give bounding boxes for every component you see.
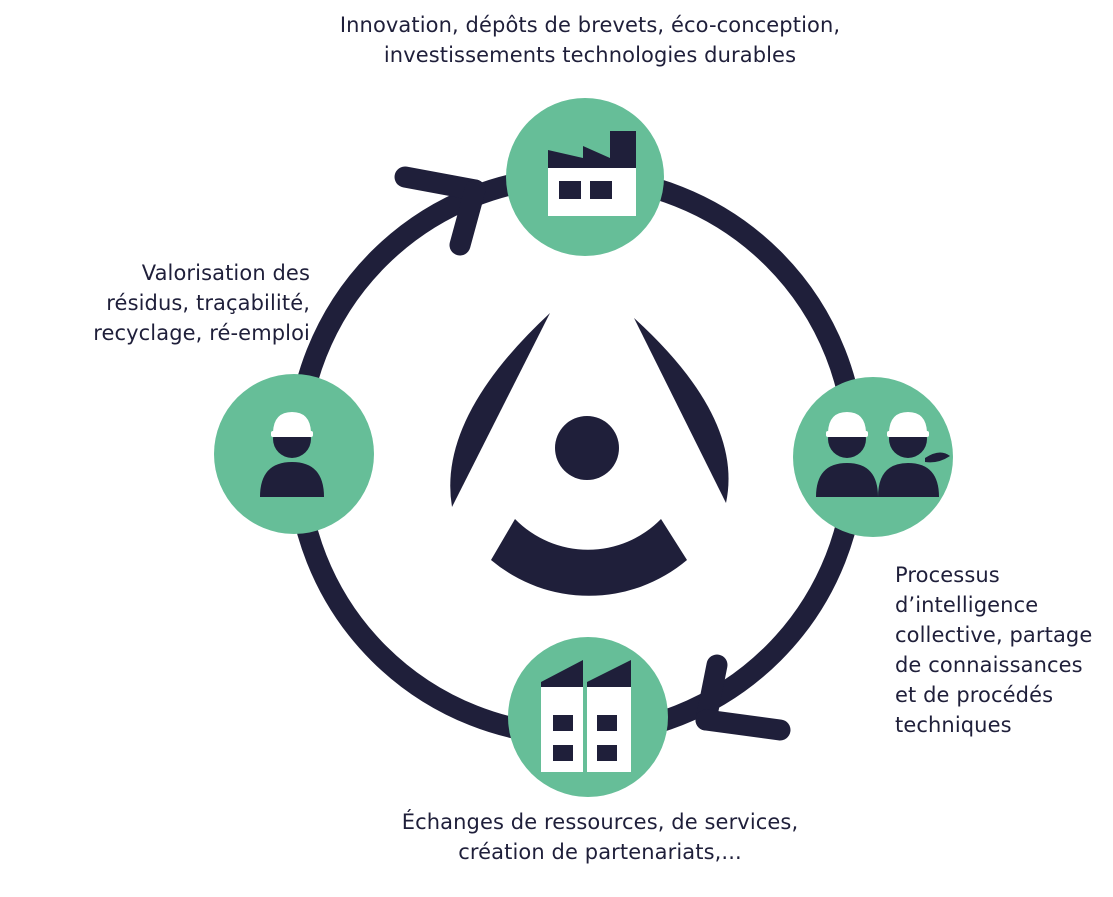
label-line: investissements technologies durables (383, 43, 797, 67)
two-workers-icon (816, 412, 950, 497)
label-line: résidus, traçabilité, (106, 291, 310, 315)
label-line: et de procédés (895, 683, 1054, 707)
label-line: Processus (895, 563, 1000, 587)
worker-icon (260, 412, 324, 497)
central-logo-icon (450, 313, 729, 596)
label-line: Valorisation des (141, 261, 310, 285)
node-innovation (506, 98, 664, 256)
label-line: Innovation, dépôts de brevets, éco-conce… (339, 13, 841, 37)
node-processus (793, 377, 953, 537)
logo-bottom-arc (491, 519, 687, 596)
label-line: création de partenariats,... (458, 840, 742, 864)
label-valorisation: Valorisation des résidus, traçabilité, r… (30, 258, 310, 348)
arrow-head-bottom-right (695, 654, 791, 741)
logo-left-blade (450, 313, 550, 507)
label-line: d’intelligence (895, 593, 1039, 617)
label-line: de connaissances (895, 653, 1083, 677)
two-buildings-icon (541, 660, 631, 772)
label-processus: Processus d’intelligence collective, par… (895, 560, 1110, 740)
label-echanges: Échanges de ressources, de services, cré… (300, 807, 900, 867)
node-valorisation (214, 374, 374, 534)
logo-center-dot (555, 416, 619, 480)
label-line: Échanges de ressources, de services, (401, 810, 799, 834)
arrow-head-top-left (394, 166, 486, 256)
label-line: techniques (895, 713, 1012, 737)
node-echanges (508, 637, 668, 797)
label-innovation: Innovation, dépôts de brevets, éco-conce… (250, 10, 930, 70)
factory-icon (548, 131, 636, 216)
label-line: collective, partage (895, 623, 1093, 647)
label-line: recyclage, ré-emploi (93, 321, 310, 345)
logo-right-blade (634, 318, 729, 503)
